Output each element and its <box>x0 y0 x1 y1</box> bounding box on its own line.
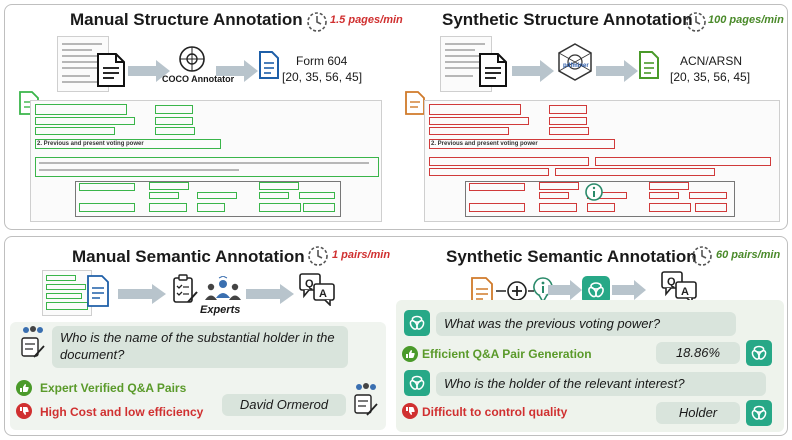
connector-line <box>528 290 534 292</box>
synthetic-output-name: ACN/ARSN <box>680 54 743 68</box>
arrow-right-icon <box>216 60 258 82</box>
manual-output-bbox: [20, 35, 56, 45] <box>282 70 363 84</box>
synthetic-question-1-bubble: What was the previous voting power? <box>436 312 736 336</box>
synthetic-semantic-rate: 60 pairs/min <box>716 249 781 261</box>
arrow-right-icon <box>246 284 294 304</box>
manual-negative-label: High Cost and low efficiency <box>40 405 204 419</box>
svg-text:Q: Q <box>305 278 314 290</box>
synthetic-negative-label: Difficult to control quality <box>422 405 568 419</box>
openai-icon <box>746 340 772 366</box>
clock-speed-icon <box>686 12 706 32</box>
svg-text:Q: Q <box>667 276 676 288</box>
arrow-right-icon <box>118 284 166 304</box>
qa-chat-icon: Q A <box>661 271 697 304</box>
output-document-icon <box>639 51 659 79</box>
pdfminer-icon <box>558 43 592 81</box>
arrow-right-icon <box>596 60 638 82</box>
expert-annotator-icon <box>354 383 378 416</box>
output-document-icon <box>259 51 279 79</box>
document-icon <box>471 277 493 305</box>
manual-semantic-rate: 1 pairs/min <box>332 249 391 261</box>
synthetic-output-bbox: [20, 35, 56, 45] <box>670 70 751 84</box>
clock-speed-icon <box>308 246 328 266</box>
connector-line <box>496 290 506 292</box>
coco-annotator-label: COCO Annotator <box>162 74 235 84</box>
expert-annotator-icon <box>21 326 45 358</box>
arrow-right-icon <box>128 60 170 82</box>
manual-structure-title: Manual Structure Annotation <box>70 10 303 29</box>
synthetic-answer-1-bubble: 18.86% <box>656 342 740 364</box>
synthetic-answer-2-bubble: Holder <box>656 402 740 424</box>
openai-icon <box>582 276 610 304</box>
synthetic-positive-label: Efficient Q&A Pair Generation <box>422 347 592 361</box>
plus-icon <box>507 281 527 301</box>
synthetic-structure-rate: 100 pages/min <box>708 14 784 26</box>
synthetic-semantic-title: Synthetic Semantic Annotation <box>446 247 697 266</box>
info-icon <box>585 183 603 201</box>
clock-speed-icon <box>307 12 327 32</box>
manual-question-bubble: Who is the name of the substantial holde… <box>52 326 348 368</box>
experts-label: Experts <box>200 304 241 316</box>
svg-text:A: A <box>319 288 327 300</box>
thumbs-up-icon <box>16 380 32 396</box>
thumbs-down-icon <box>16 403 32 419</box>
manual-semantic-title: Manual Semantic Annotation <box>72 247 305 266</box>
arrow-right-icon <box>548 280 582 300</box>
synthetic-question-2-bubble: Who is the holder of the relevant intere… <box>436 372 766 396</box>
manual-annotated-document: 2. Previous and present voting power <box>30 100 382 222</box>
manual-positive-label: Expert Verified Q&A Pairs <box>40 381 187 395</box>
manual-output-name: Form 604 <box>296 54 348 68</box>
annotated-document-icon <box>405 91 425 115</box>
qa-chat-icon: Q A <box>299 273 335 306</box>
arrow-right-icon <box>612 280 646 300</box>
manual-structure-rate: 1.5 pages/min <box>330 14 403 26</box>
document-icon <box>479 53 507 87</box>
experts-icon <box>205 276 241 300</box>
document-icon <box>97 53 125 87</box>
thumbs-down-icon <box>402 403 418 419</box>
arrow-right-icon <box>512 60 554 82</box>
openai-icon <box>404 370 430 396</box>
manual-answer-bubble: David Ormerod <box>222 394 346 416</box>
source-document-thumbnail <box>42 270 92 316</box>
document-icon <box>87 275 109 307</box>
document-section-heading: 2. Previous and present voting power <box>37 141 144 147</box>
synthetic-annotated-document: 2. Previous and present voting power <box>424 100 780 222</box>
openai-icon <box>404 310 430 336</box>
checklist-icon <box>173 274 198 303</box>
synthetic-structure-title: Synthetic Structure Annotation <box>442 10 693 29</box>
svg-text:A: A <box>681 286 689 298</box>
pdfminer-label: pdfminer <box>563 63 589 69</box>
openai-icon <box>746 400 772 426</box>
coco-annotator-icon <box>179 46 205 72</box>
clock-speed-icon <box>692 246 712 266</box>
document-section-heading: 2. Previous and present voting power <box>431 141 538 147</box>
thumbs-up-icon <box>402 346 418 362</box>
